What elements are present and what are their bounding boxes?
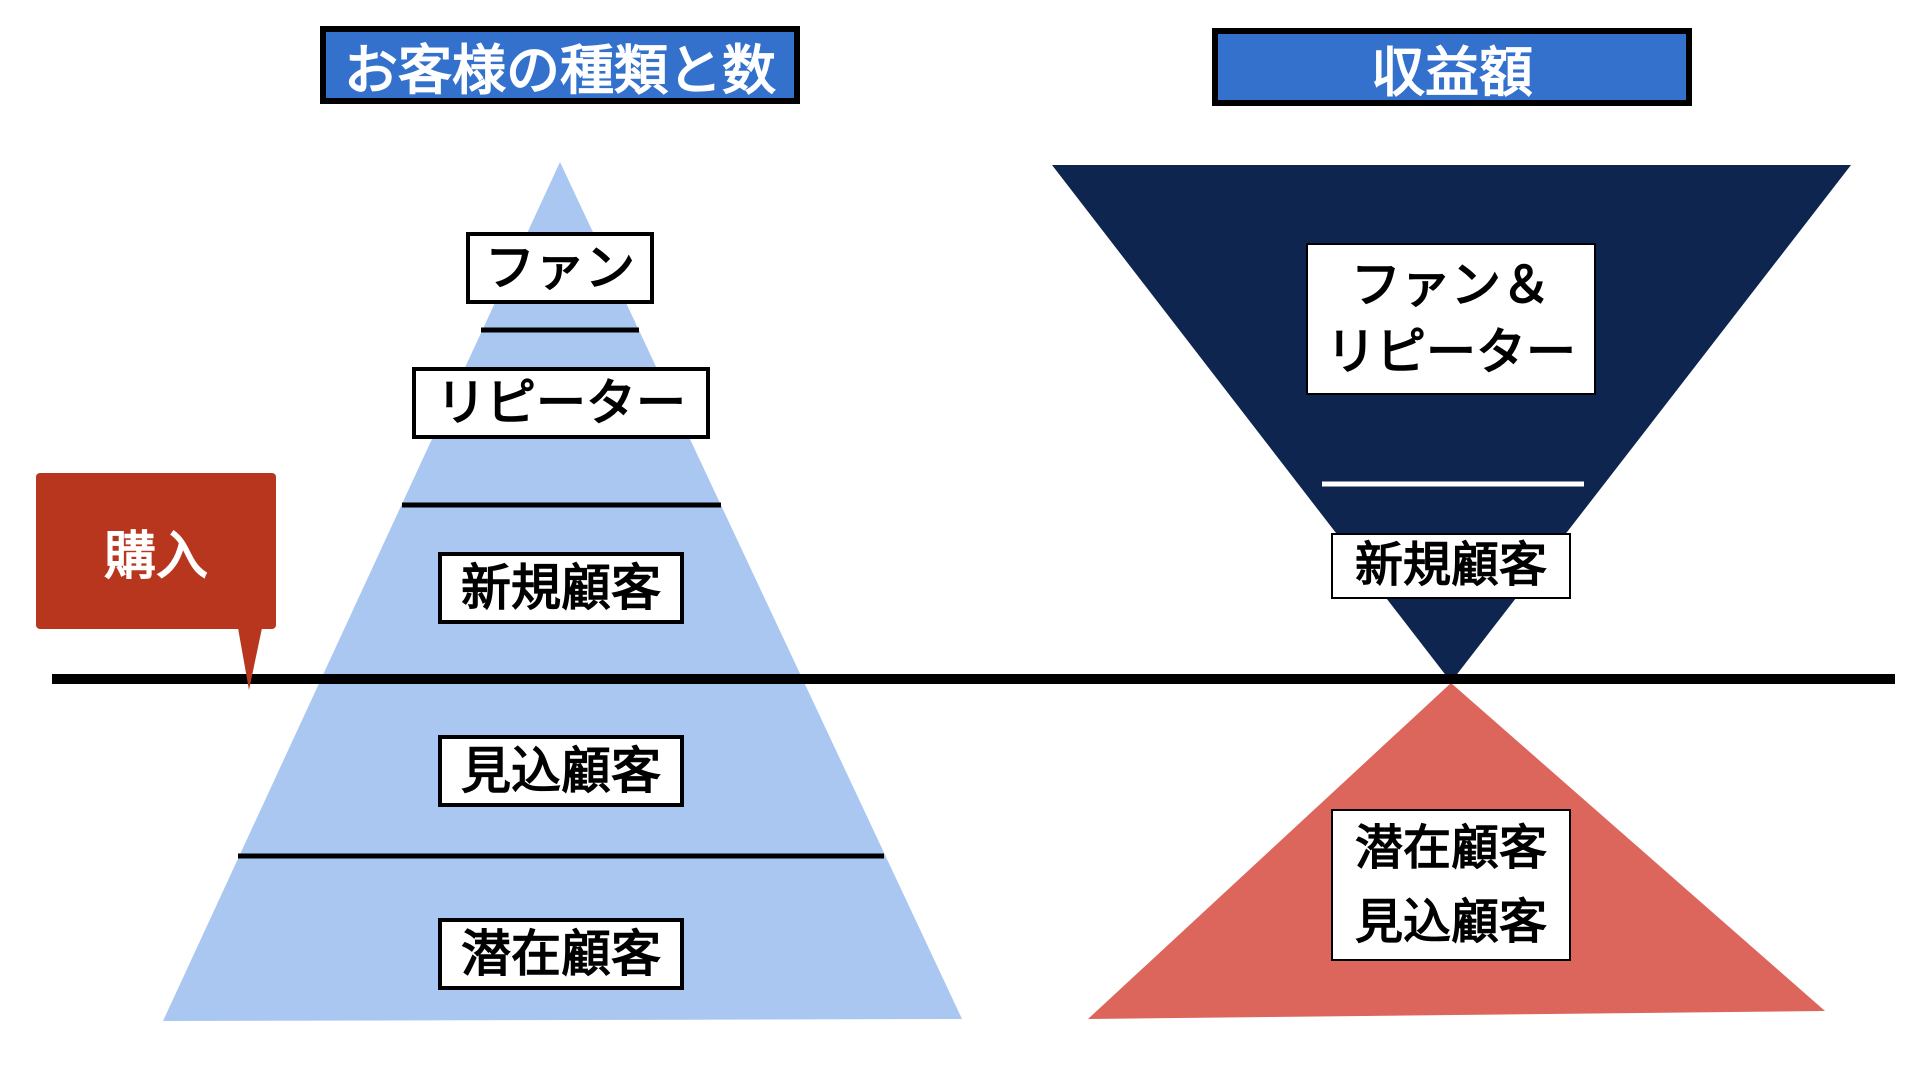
pyramid-label-repeater: リピーター: [412, 367, 710, 439]
pyramid-label-fan: ファン: [466, 232, 654, 304]
pyramid-label-potential: 潜在顧客: [438, 918, 684, 990]
purchase-callout-pointer: [238, 628, 262, 690]
purchase-callout: 購入: [36, 473, 276, 629]
pyramid-label-prospect: 見込顧客: [438, 735, 684, 807]
revenue-title: 収益額: [1212, 28, 1692, 106]
funnel-label-new-customer: 新規顧客: [1331, 533, 1571, 599]
customer-types-title: お客様の種類と数: [320, 26, 800, 104]
base-label-potential-line: 潜在顧客: [1354, 819, 1547, 876]
base-label-prospect-line: 見込顧客: [1354, 894, 1547, 950]
funnel-label-fan-line: ファン＆: [1351, 255, 1551, 314]
revenue-funnel: [1052, 165, 1851, 682]
funnel-label-repeater-line: リピーター: [1326, 323, 1576, 381]
funnel-label-fan-repeater: ファン＆ リピーター: [1306, 243, 1596, 395]
pyramid-label-new-customer: 新規顧客: [438, 552, 684, 624]
base-label-potential-prospect: 潜在顧客 見込顧客: [1331, 809, 1571, 961]
